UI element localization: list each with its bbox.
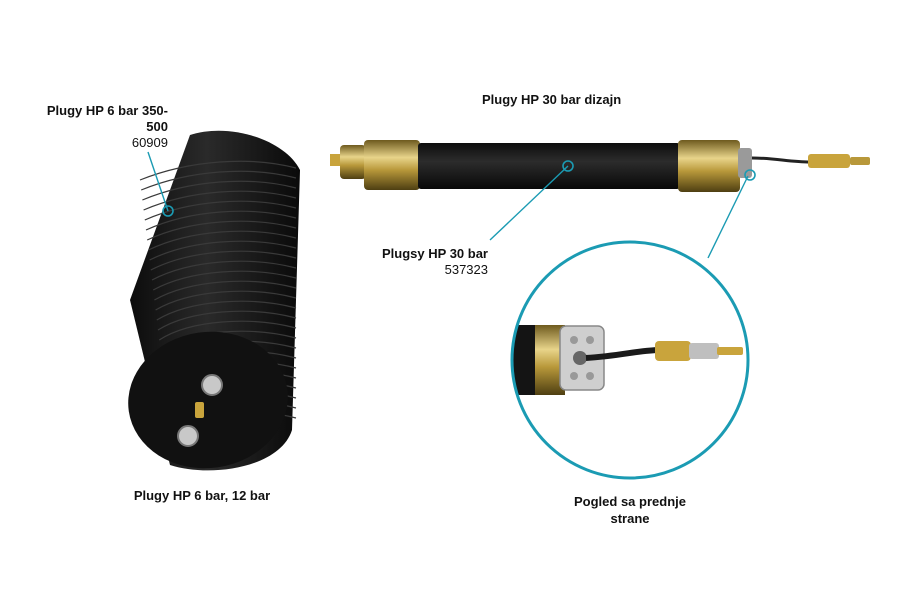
rib-line bbox=[156, 300, 297, 321]
callout-dot-icon bbox=[562, 160, 574, 172]
plugy-6bar-cylinder bbox=[128, 130, 300, 471]
caption-front-view: Pogled sa prednje strane bbox=[560, 493, 700, 527]
rib-line bbox=[151, 260, 297, 281]
rib-line bbox=[155, 290, 297, 311]
rib-line bbox=[152, 270, 297, 291]
rib-line bbox=[150, 250, 297, 271]
callout-dot-icon bbox=[744, 169, 756, 181]
rubber-hose-body bbox=[418, 143, 680, 189]
brass-nipple-icon bbox=[195, 402, 204, 418]
rib-line bbox=[139, 160, 297, 181]
rib-line bbox=[146, 220, 297, 241]
rib-line bbox=[142, 180, 297, 201]
valve-bottom-icon bbox=[177, 425, 199, 447]
plugsy-30bar-name: Plugsy HP 30 bar bbox=[382, 246, 488, 261]
plugy-6bar-name-line2: 500 bbox=[146, 119, 168, 134]
rib-line bbox=[149, 240, 297, 261]
front-view-magnifier bbox=[512, 242, 748, 478]
plugy-30bar-design-title: Plugy HP 30 bar dizajn bbox=[482, 92, 622, 107]
callout-lines bbox=[147, 151, 749, 259]
label-plugy-6bar: Plugy HP 6 bar 350- 500 60909 bbox=[32, 103, 168, 151]
plugsy-30bar-plug bbox=[330, 140, 870, 192]
plugy-6bar-code: 60909 bbox=[131, 135, 168, 150]
rib-line bbox=[157, 310, 297, 331]
valve-top-icon bbox=[201, 374, 223, 396]
rib-line bbox=[145, 210, 297, 231]
callout-dot-icon bbox=[162, 205, 174, 217]
label-plugsy-30bar: Plugsy HP 30 bar 537323 bbox=[372, 246, 488, 278]
plugsy-30bar-code: 537323 bbox=[444, 262, 488, 277]
caption-left-product-text: Plugy HP 6 bar, 12 bar bbox=[133, 488, 271, 503]
caption-front-view-line2: strane bbox=[610, 511, 650, 526]
rib-line bbox=[144, 200, 297, 221]
label-plugy-30bar-design: Plugy HP 30 bar dizajn bbox=[482, 92, 621, 108]
plug-end-face bbox=[128, 331, 288, 469]
magnifier-ring bbox=[510, 240, 750, 480]
caption-front-view-line1: Pogled sa prednje bbox=[574, 494, 686, 509]
plugy-6bar-name-line1: Plugy HP 6 bar 350- bbox=[46, 103, 168, 118]
caption-left-product: Plugy HP 6 bar, 12 bar bbox=[122, 487, 282, 504]
rib-line bbox=[154, 280, 297, 301]
rib-line bbox=[158, 320, 297, 341]
rib-line bbox=[143, 190, 297, 211]
rib-line bbox=[148, 230, 297, 251]
